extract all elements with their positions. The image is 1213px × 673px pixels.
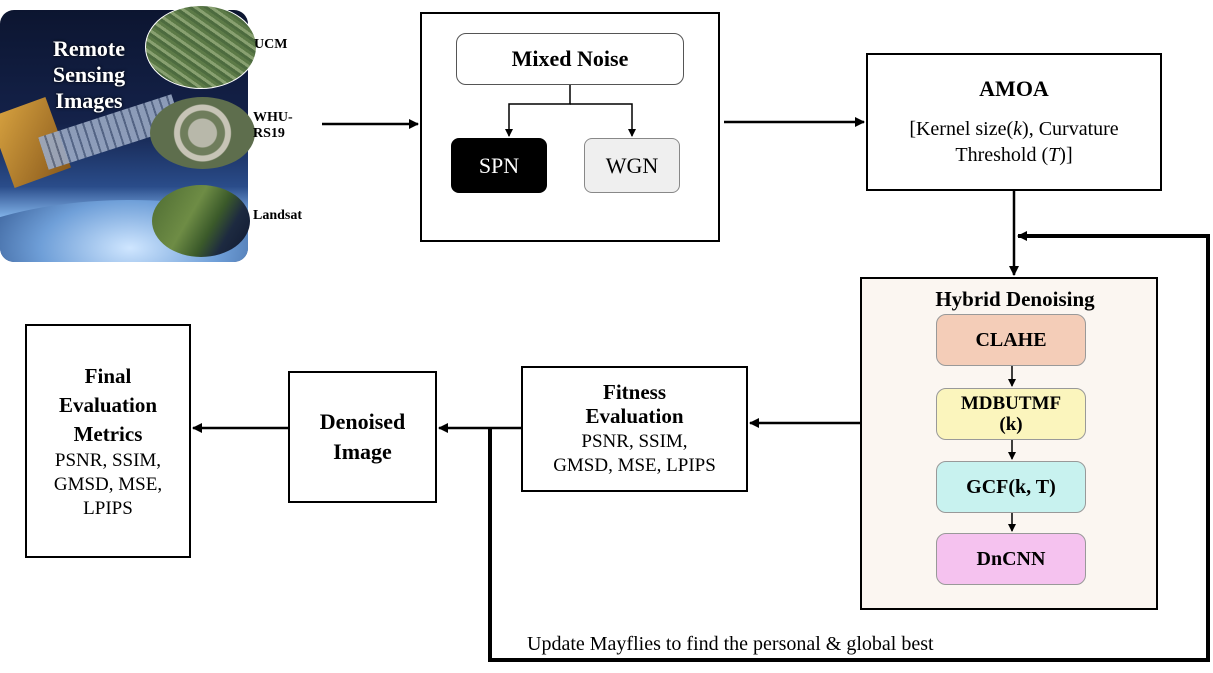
remote-sensing-title: Remote Sensing Images — [30, 36, 148, 114]
gcf-label: GCF(k, T) — [966, 475, 1056, 498]
fitness-title-line1: Fitness — [603, 380, 666, 404]
fitness-evaluation-box: Fitness Evaluation PSNR, SSIM, GMSD, MSE… — [521, 366, 748, 492]
fitness-title-line2: Evaluation — [585, 404, 684, 428]
final-line3: Metrics — [73, 421, 143, 446]
remote-sensing-title-line3: Images — [55, 88, 123, 113]
landsat-thumbnail — [152, 185, 250, 257]
dataset-label-rs19: RS19 — [253, 126, 285, 141]
wgn-node: WGN — [584, 138, 680, 193]
final-line1: Final — [84, 363, 132, 388]
denoised-line2: Image — [333, 439, 392, 464]
feedback-loop — [488, 231, 1210, 662]
spn-label: SPN — [478, 152, 520, 178]
ucm-thumbnail — [145, 5, 257, 89]
mdbutmf-label: MDBUTMF — [960, 393, 1062, 414]
dncnn-label: DnCNN — [976, 547, 1046, 570]
spn-node: SPN — [451, 138, 547, 193]
final-metrics-line3: LPIPS — [83, 497, 133, 519]
feedback-label: Update Mayflies to find the personal & g… — [527, 633, 934, 655]
final-metrics-line1: PSNR, SSIM, — [54, 449, 162, 471]
dataset-label-whu: WHU- — [253, 110, 293, 125]
remote-sensing-title-line2: Sensing — [52, 62, 126, 87]
arrow-mixed-to-spn — [505, 85, 571, 137]
mdbutmf-node: MDBUTMF (k) — [936, 388, 1086, 440]
amoa-params-line2: Threshold (T)] — [955, 144, 1073, 166]
denoised-image-box: Denoised Image — [288, 371, 437, 503]
final-evaluation-box: Final Evaluation Metrics PSNR, SSIM, GMS… — [25, 324, 191, 558]
fitness-metrics-line2: GMSD, MSE, LPIPS — [553, 455, 716, 476]
mixed-noise-node: Mixed Noise — [456, 33, 684, 85]
mdbutmf-param: (k) — [999, 414, 1023, 435]
dataset-label-landsat: Landsat — [253, 208, 303, 223]
gcf-node: GCF(k, T) — [936, 461, 1086, 513]
arrow-mixed-to-wgn — [570, 103, 636, 137]
dataset-label-ucm: UCM — [254, 37, 288, 52]
final-line2: Evaluation — [58, 392, 158, 417]
amoa-box: AMOA [Kernel size(k), Curvature Threshol… — [866, 53, 1162, 191]
amoa-params-line1: [Kernel size(k), Curvature — [909, 118, 1119, 140]
clahe-node: CLAHE — [936, 314, 1086, 366]
remote-sensing-title-line1: Remote — [52, 36, 126, 61]
fitness-metrics-line1: PSNR, SSIM, — [581, 431, 688, 452]
hybrid-denoising-title: Hybrid Denoising — [935, 287, 1095, 311]
whu-rs19-thumbnail — [150, 97, 255, 169]
denoised-line1: Denoised — [319, 409, 406, 434]
final-metrics-line2: GMSD, MSE, — [53, 473, 163, 495]
wgn-label: WGN — [605, 152, 659, 178]
amoa-title: AMOA — [979, 76, 1049, 101]
clahe-label: CLAHE — [975, 328, 1047, 351]
dncnn-node: DnCNN — [936, 533, 1086, 585]
mixed-noise-label: Mixed Noise — [511, 46, 629, 71]
